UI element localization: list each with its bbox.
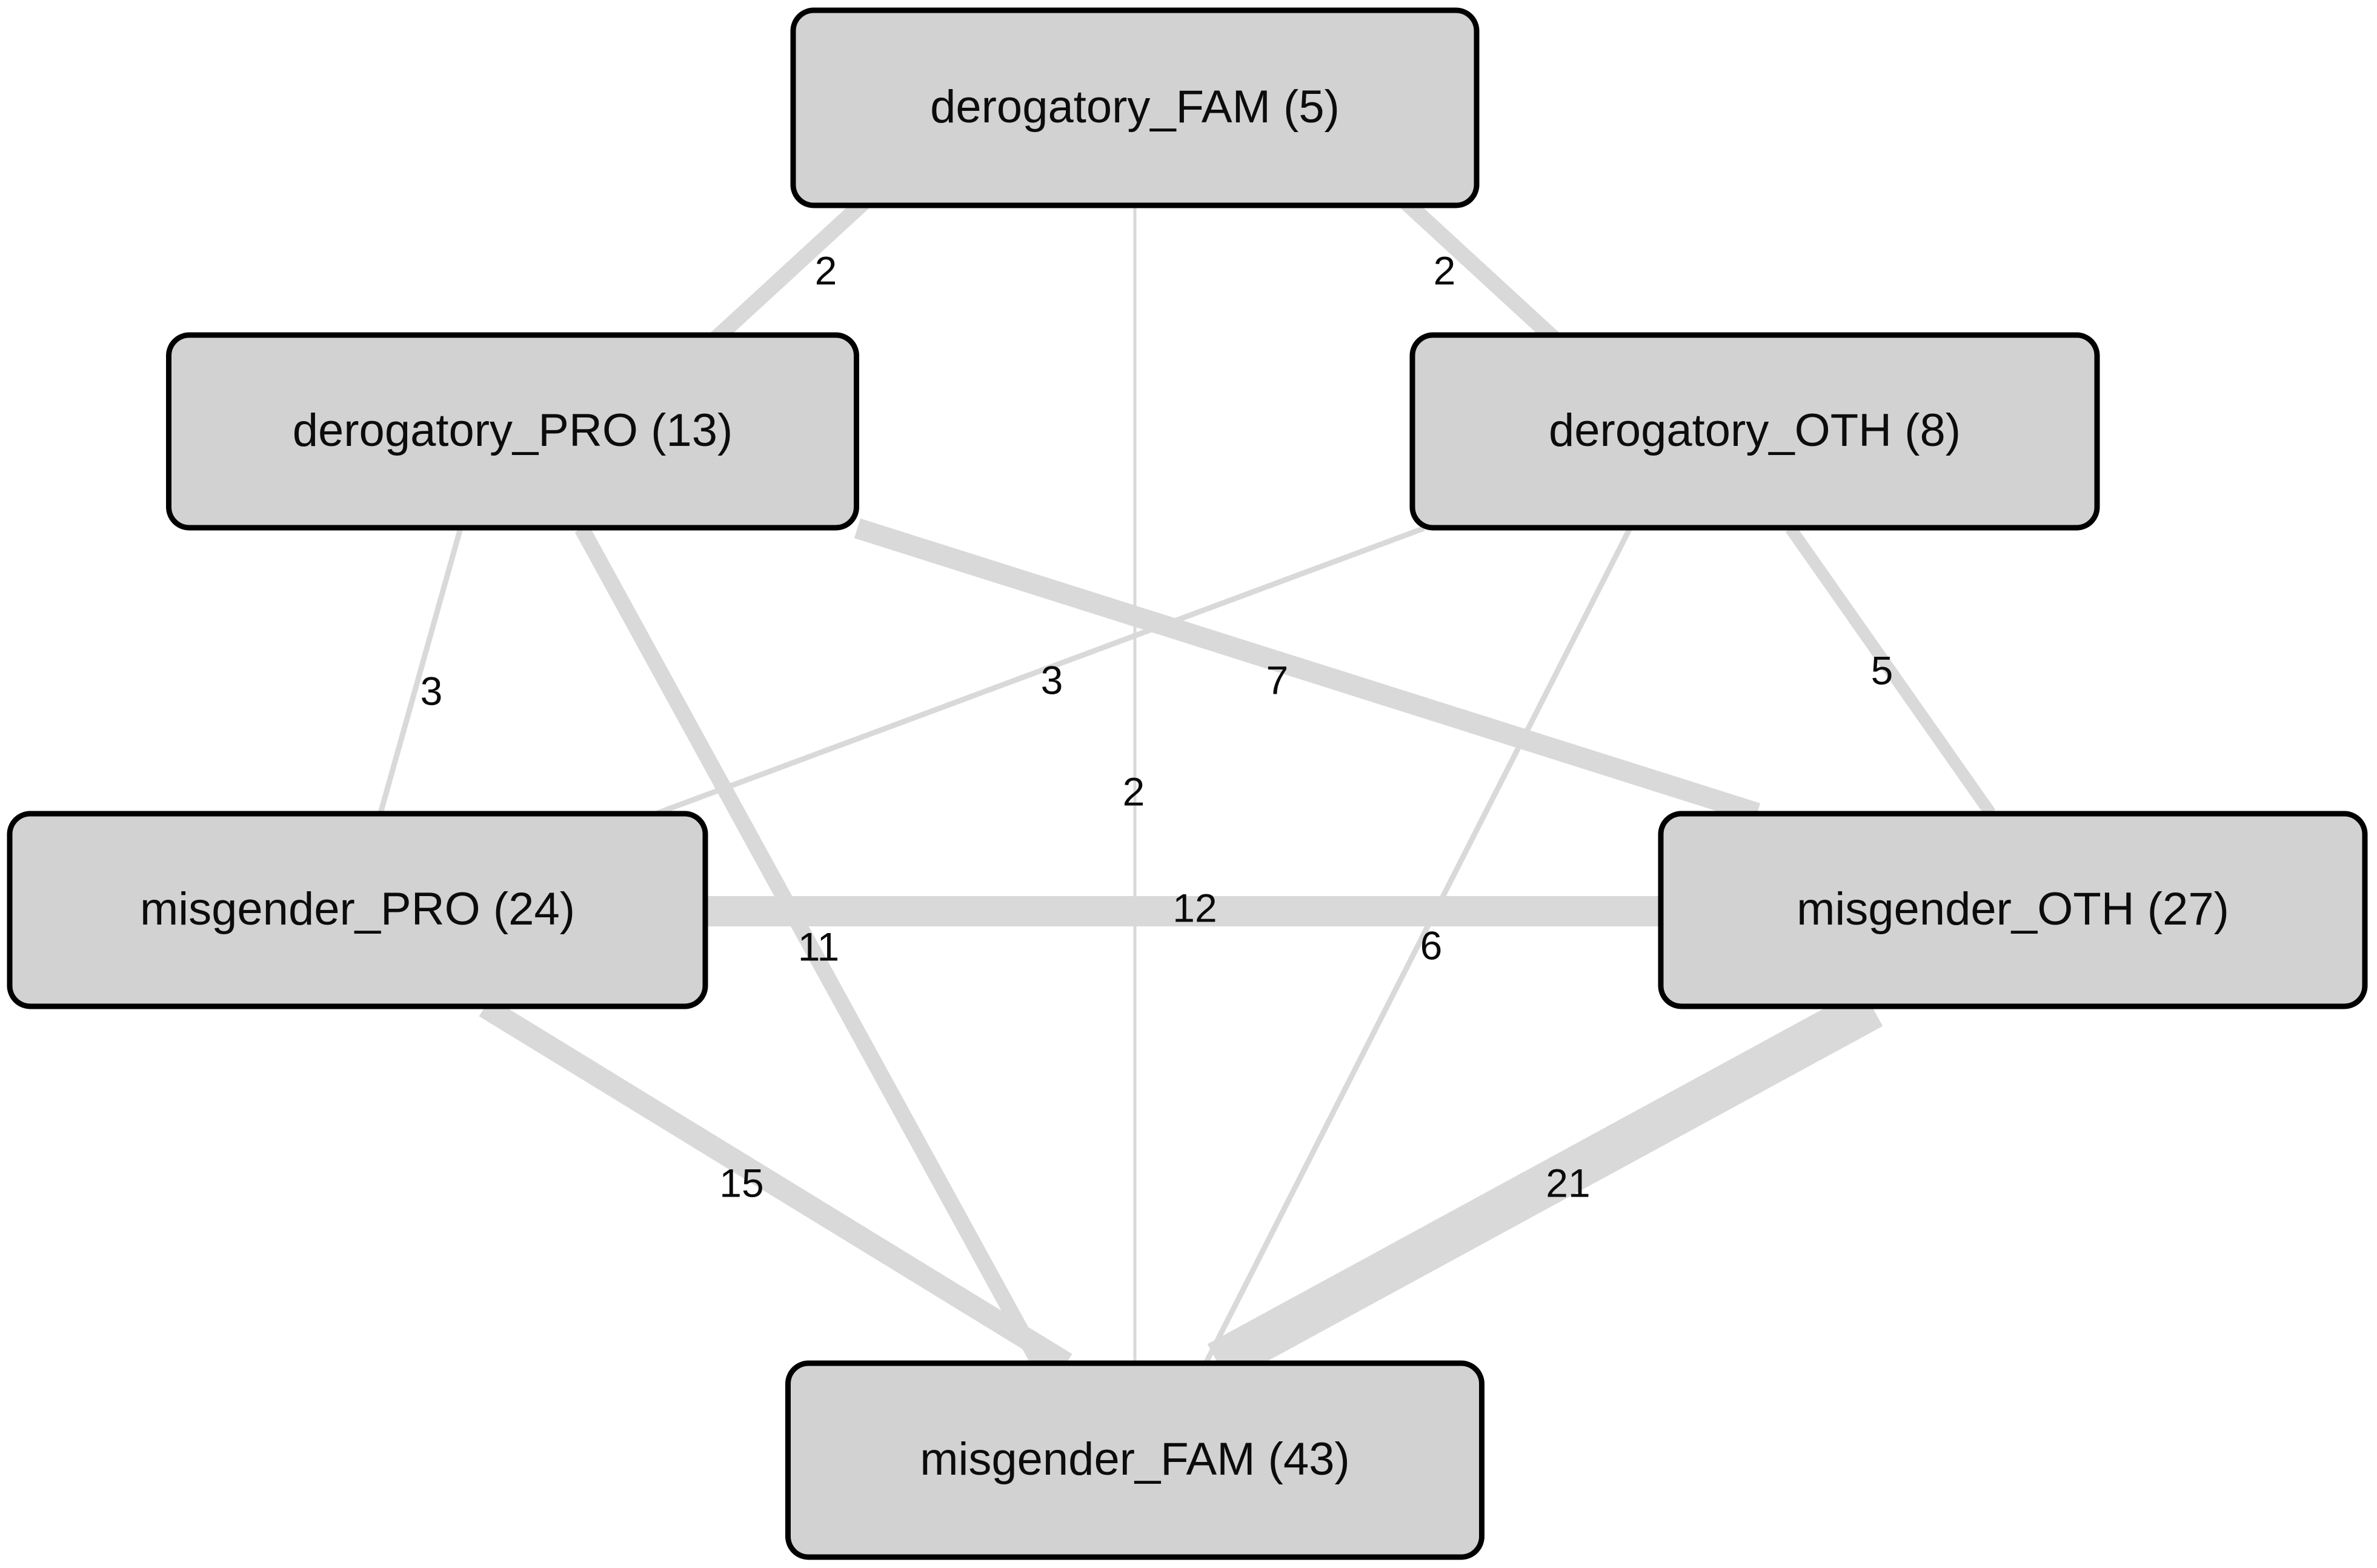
edge-weight-derogatory_OTH-to-misgender_PRO: 3 (1041, 657, 1063, 702)
edge-derogatory_OTH-to-misgender_FAM (1203, 527, 1633, 1365)
node-label-derogatory_OTH: derogatory_OTH (8) (1549, 405, 1961, 456)
edge-derogatory_OTH-to-misgender_PRO (656, 525, 1425, 816)
edge-derogatory_PRO-to-misgender_PRO (377, 527, 464, 814)
node-label-misgender_OTH: misgender_OTH (27) (1797, 883, 2229, 935)
node-label-misgender_FAM: misgender_FAM (43) (920, 1433, 1350, 1485)
edge-weight-misgender_OTH-to-misgender_FAM: 21 (1546, 1160, 1590, 1205)
node-label-misgender_PRO: misgender_PRO (24) (140, 883, 575, 935)
node-box-derogatory_PRO[interactable] (166, 332, 859, 531)
edge-derogatory_PRO-to-misgender_FAM (574, 524, 1046, 1367)
node-misgender_FAM[interactable]: misgender_FAM (43) (785, 1360, 1484, 1560)
edge-weight-derogatory_OTH-to-misgender_OTH: 5 (1871, 648, 1893, 693)
edge-weight-misgender_PRO-to-misgender_FAM: 15 (719, 1160, 763, 1205)
node-box-misgender_FAM[interactable] (785, 1360, 1484, 1560)
edge-derogatory_OTH-to-misgender_OTH (1785, 525, 1996, 817)
node-label-derogatory_FAM: derogatory_FAM (5) (930, 81, 1340, 133)
edge-weight-derogatory_FAM-to-misgender_FAM: 2 (1123, 769, 1145, 814)
edge-labels-layer: 2 2 2 3 7 11 3 5 6 12 15 21 (421, 248, 1893, 1205)
edge-weight-misgender_PRO-to-misgender_OTH: 12 (1172, 885, 1217, 930)
node-derogatory_PRO[interactable]: derogatory_PRO (13) (166, 332, 859, 531)
node-misgender_PRO[interactable]: misgender_PRO (24) (7, 811, 708, 1009)
nodes-layer: derogatory_FAM (5) derogatory_PRO (13) der… (7, 7, 2368, 1560)
edges-layer (377, 194, 1996, 1383)
edge-derogatory_FAM-to-derogatory_OTH (1398, 194, 1560, 345)
edge-weight-derogatory_FAM-to-derogatory_PRO: 2 (815, 248, 837, 293)
edge-misgender_PRO-to-misgender_FAM (479, 997, 1072, 1373)
node-box-misgender_OTH[interactable] (1658, 811, 2368, 1009)
node-box-derogatory_FAM[interactable] (790, 7, 1480, 208)
node-misgender_OTH[interactable]: misgender_OTH (27) (1658, 811, 2368, 1009)
node-box-derogatory_OTH[interactable] (1409, 332, 2100, 531)
edge-weight-derogatory_PRO-to-misgender_PRO: 3 (421, 668, 443, 713)
node-derogatory_FAM[interactable]: derogatory_FAM (5) (790, 7, 1480, 208)
node-label-derogatory_PRO: derogatory_PRO (13) (293, 405, 733, 456)
node-box-misgender_PRO[interactable] (7, 811, 708, 1009)
edge-weight-derogatory_FAM-to-derogatory_OTH: 2 (1434, 248, 1456, 293)
node-derogatory_OTH[interactable]: derogatory_OTH (8) (1409, 332, 2100, 531)
edge-misgender_OTH-to-misgender_FAM (1207, 988, 1883, 1383)
edge-derogatory_FAM-to-derogatory_PRO (710, 194, 872, 345)
edge-weight-derogatory_PRO-to-misgender_FAM: 11 (798, 924, 840, 969)
edge-derogatory_PRO-to-misgender_OTH (854, 518, 1761, 823)
edge-weight-derogatory_PRO-to-misgender_OTH: 7 (1266, 657, 1289, 702)
edge-weight-derogatory_OTH-to-misgender_FAM: 6 (1420, 923, 1443, 968)
